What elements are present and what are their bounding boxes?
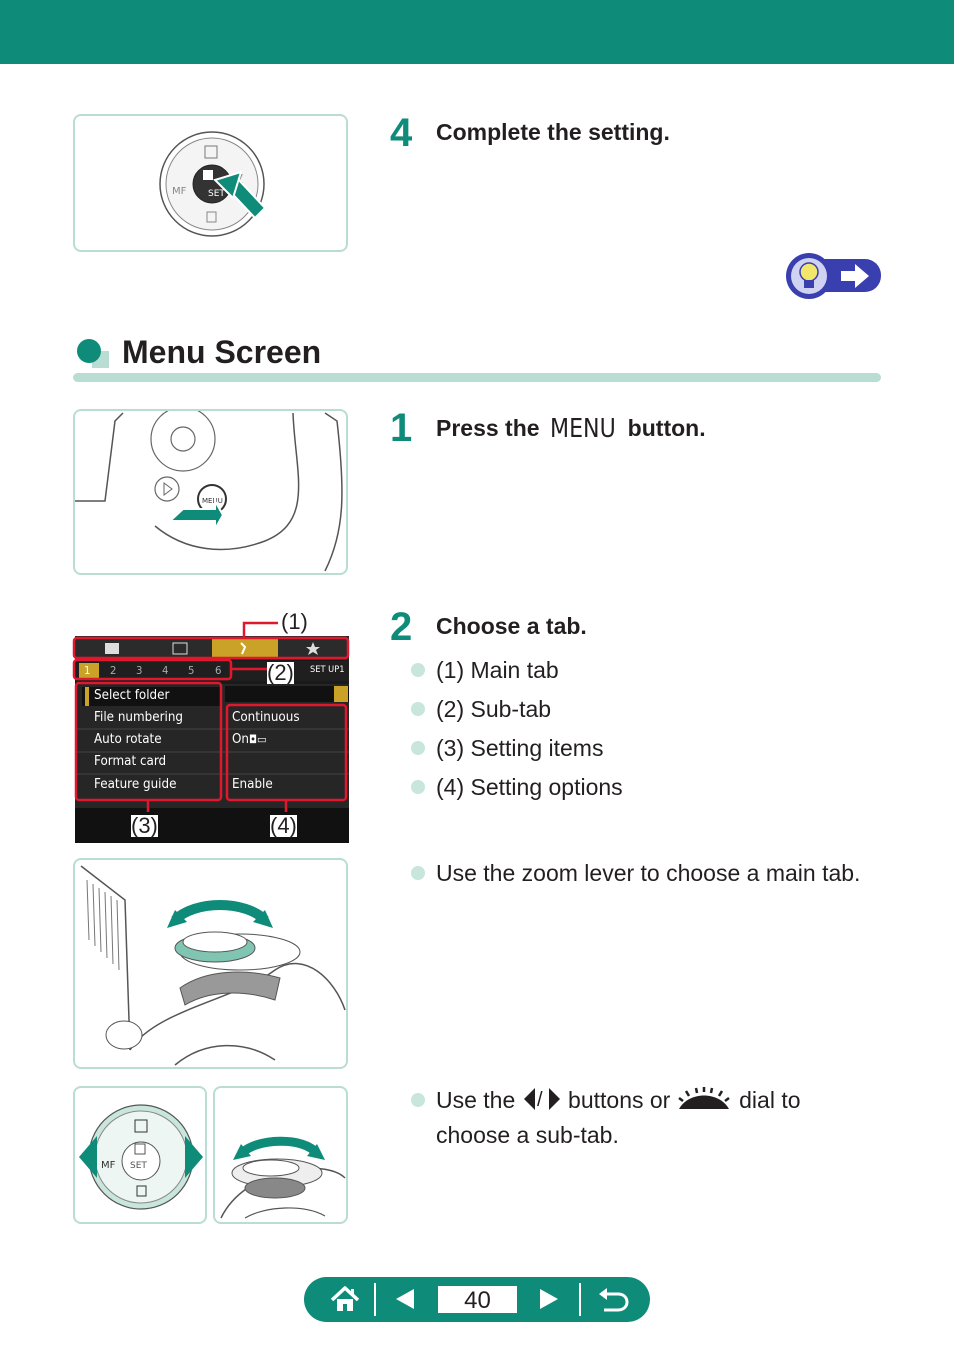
step-2-number: 2 [390,605,413,649]
dial-bullet-part3: dial to [732,1087,801,1113]
zoom-lever-illustration [73,858,348,1069]
previous-page-button[interactable] [382,1277,430,1322]
step-2-text: Choose a tab. [436,613,587,639]
menu-key-label: MENU [202,497,223,505]
step-1-text: Press the MENU button. [436,414,706,444]
nav-separator [579,1283,581,1316]
menu-option-2-label: On [232,732,250,747]
step-4-text: Complete the setting. [436,119,670,145]
callout-1: (1) [281,609,308,634]
menu-item-3: Auto rotate [94,732,162,747]
menu-option-1: Continuous [232,710,300,725]
menu-button-label: MENU [549,414,616,444]
section-bullet-icon [76,339,110,369]
menu-item-5: Feature guide [94,777,177,792]
set-label: SET [130,1161,147,1171]
callout-frames [72,621,350,812]
bullet-setting-items: (3) Setting items [436,735,604,761]
subtab-3: 3 [136,664,143,677]
set-button-illustration: SET MF [73,114,348,252]
control-dial-arrows-drawing: SET MF [79,1104,203,1210]
set-label: SET [208,189,225,199]
left-right-arrows-icon: / [522,1087,562,1117]
triangle-right-icon [540,1289,558,1309]
lightbulb-arrow-icon[interactable] [785,252,882,300]
bullet-sub-tab: (2) Sub-tab [436,696,552,722]
callout-2: (2) [267,660,294,685]
tab-label: SET UP1 [310,665,345,675]
bullet-dot [411,741,425,755]
home-button[interactable] [320,1277,370,1322]
mf-label: MF [101,1160,116,1171]
triangle-left-icon [396,1289,414,1309]
left-right-buttons-illustration: SET MF [73,1086,207,1224]
bullet-dot [411,866,425,880]
subtab-4: 4 [162,664,169,677]
camera-computer-icon: ◘▭ [249,733,267,746]
zoom-lever-bullet: Use the zoom lever to choose a main tab. [436,860,861,886]
bullet-dot [411,702,425,716]
return-arrow-icon [599,1288,629,1312]
control-dial-drawing [220,1136,346,1219]
subtab-6: 6 [215,664,222,677]
header-bar [0,0,954,64]
dial-bullet-line1: Use the / buttons or dial to [436,1087,801,1117]
menu-button-illustration: MENU [73,409,348,575]
nav-separator [374,1283,376,1316]
zoom-lever-drawing [80,865,346,1066]
callout-4: (4) [270,813,297,838]
bullet-setting-options: (4) Setting options [436,774,623,800]
mf-label: MF [172,186,187,197]
menu-item-1: Select folder [94,688,170,703]
subtab-2: 2 [110,664,117,677]
bullet-main-tab: (1) Main tab [436,657,559,683]
bullet-dot [411,663,425,677]
menu-screen-image: 1 2 3 4 5 6 SET UP1 Select folder File n… [75,636,349,843]
dial-bullet-part1: Use the [436,1087,522,1113]
dial-bullet-line2: choose a sub-tab. [436,1122,619,1148]
control-dial-drawing: SET MF [159,131,267,237]
next-page-button[interactable] [524,1277,572,1322]
callout-3: (3) [131,813,158,838]
dial-icon [677,1087,731,1117]
page-number: 40 [437,1285,518,1314]
bullet-dot [411,780,425,794]
camera-back-drawing: MENU [75,411,343,572]
menu-option-2: On◘▭ [232,732,267,747]
section-title: Menu Screen [122,334,322,370]
menu-item-2: File numbering [94,710,183,725]
step-4-number: 4 [390,111,413,155]
section-divider [73,373,881,382]
control-dial-illustration [213,1086,348,1224]
back-button[interactable] [588,1277,638,1322]
step-1-before: Press the [436,415,546,441]
subtab-1: 1 [84,664,91,677]
menu-item-4: Format card [94,754,167,769]
bullet-dot [411,1093,425,1107]
svg-text:/: / [537,1089,543,1111]
dial-bullet-part2: buttons or [561,1087,677,1113]
home-icon [330,1286,360,1311]
menu-option-3: Enable [232,777,273,792]
subtab-5: 5 [188,664,195,677]
step-1-number: 1 [390,406,413,450]
step-1-after: button. [621,415,706,441]
